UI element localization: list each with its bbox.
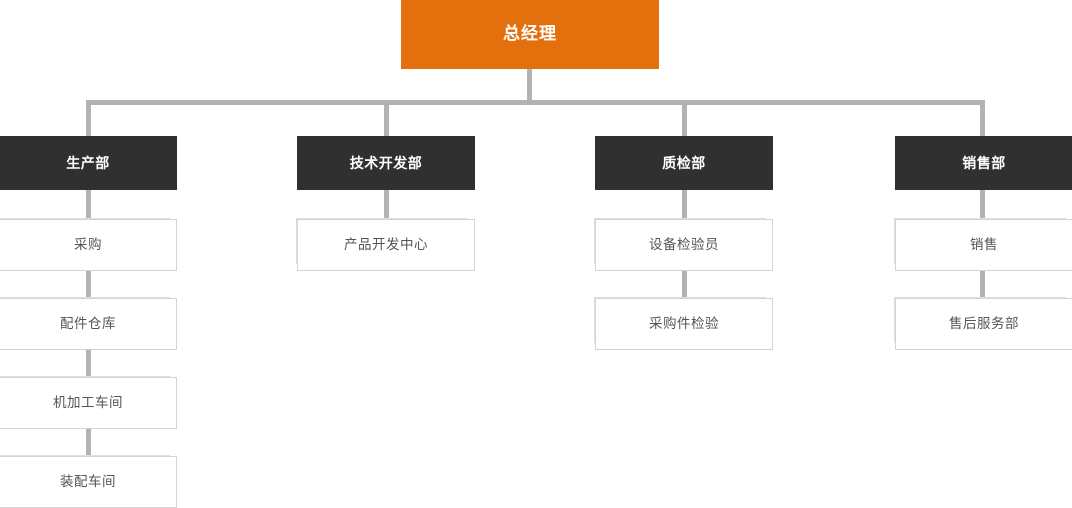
- org-node-dept-2[interactable]: 技术开发部: [297, 136, 475, 190]
- org-node-dept1-child1-label: 采购: [74, 236, 102, 252]
- connector-dept3-child1: [682, 190, 687, 219]
- connector-dept1-child3: [86, 350, 91, 377]
- org-node-dept3-child1[interactable]: 设备检验员: [595, 219, 773, 271]
- org-node-dept4-child2[interactable]: 售后服务部: [895, 298, 1072, 350]
- org-node-dept-4[interactable]: 销售部: [895, 136, 1072, 190]
- org-node-dept4-child2-label: 售后服务部: [949, 315, 1019, 331]
- org-node-dept1-child4[interactable]: 装配车间: [0, 456, 177, 508]
- org-node-dept-3[interactable]: 质检部: [595, 136, 773, 190]
- connector-drop-dept-2: [384, 100, 389, 136]
- org-node-dept2-child1[interactable]: 产品开发中心: [297, 219, 475, 271]
- connector-drop-dept-3: [682, 100, 687, 136]
- org-node-dept3-child1-label: 设备检验员: [649, 236, 719, 252]
- org-node-dept-1[interactable]: 生产部: [0, 136, 177, 190]
- org-node-dept-2-label: 技术开发部: [349, 154, 423, 171]
- org-node-dept3-child2[interactable]: 采购件检验: [595, 298, 773, 350]
- org-node-dept2-child1-label: 产品开发中心: [344, 236, 428, 252]
- connector-drop-dept-4: [980, 100, 985, 136]
- org-node-dept1-child1[interactable]: 采购: [0, 219, 177, 271]
- connector-root-stem: [527, 69, 532, 102]
- connector-dept1-child4: [86, 429, 91, 456]
- org-node-dept-3-label: 质检部: [662, 154, 706, 171]
- connector-drop-dept-1: [86, 100, 91, 136]
- org-node-dept4-child1-label: 销售: [970, 236, 998, 252]
- org-node-dept-4-label: 销售部: [962, 154, 1006, 171]
- connector-dept2-child1: [384, 190, 389, 219]
- org-node-dept1-child3-label: 机加工车间: [53, 394, 123, 410]
- connector-dept4-child2: [980, 271, 985, 298]
- org-node-dept1-child4-label: 装配车间: [60, 473, 116, 489]
- connector-dept1-child1: [86, 190, 91, 219]
- org-node-dept1-child2-label: 配件仓库: [60, 315, 116, 331]
- org-node-dept1-child2[interactable]: 配件仓库: [0, 298, 177, 350]
- connector-dept4-child1: [980, 190, 985, 219]
- connector-horizontal-bus: [86, 100, 985, 105]
- org-node-root-label: 总经理: [503, 24, 557, 44]
- org-node-dept1-child3[interactable]: 机加工车间: [0, 377, 177, 429]
- org-node-dept3-child2-label: 采购件检验: [649, 315, 719, 331]
- org-node-dept4-child1[interactable]: 销售: [895, 219, 1072, 271]
- org-node-root[interactable]: 总经理: [401, 0, 659, 69]
- org-node-dept-1-label: 生产部: [66, 154, 110, 171]
- connector-dept1-child2: [86, 271, 91, 298]
- connector-dept3-child2: [682, 271, 687, 298]
